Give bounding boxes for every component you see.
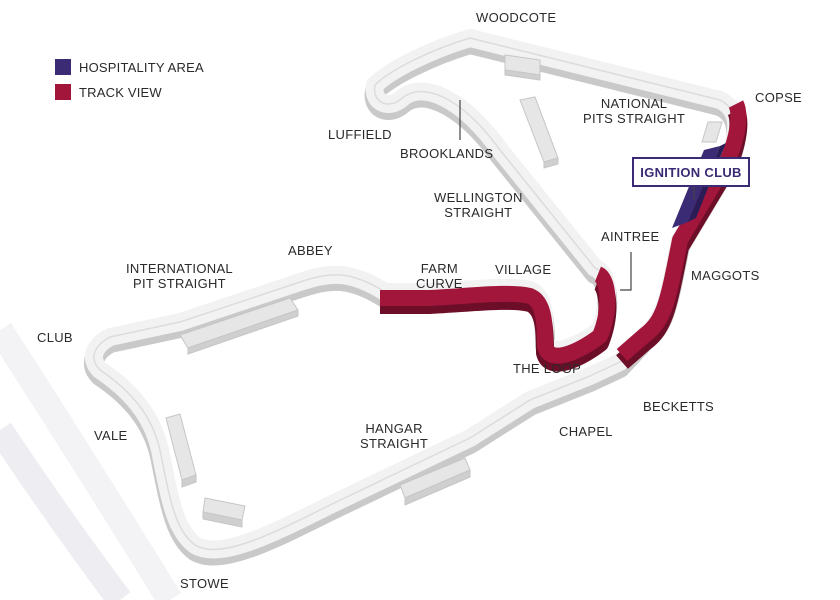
leader-lines: [459, 100, 695, 291]
label-the-loop: THE LOOP: [513, 361, 582, 376]
label-line: PITS STRAIGHT: [583, 111, 686, 126]
label-village: VILLAGE: [495, 262, 552, 277]
label-vale: VALE: [94, 428, 128, 443]
label-line: STRAIGHT: [360, 436, 429, 451]
label-maggots: MAGGOTS: [691, 268, 760, 283]
grandstand-blocks: [165, 54, 723, 528]
track-view-section: [380, 100, 748, 372]
label-becketts: BECKETTS: [643, 399, 715, 414]
label-luffield: LUFFIELD: [328, 127, 392, 142]
label-club: CLUB: [37, 330, 73, 345]
legend-label: TRACK VIEW: [79, 84, 162, 100]
callout-label: IGNITION CLUB: [640, 164, 742, 180]
label-chapel: CHAPEL: [559, 424, 613, 439]
label-hangar-straight: HANGAR STRAIGHT: [360, 421, 428, 451]
label-woodcote: WOODCOTE: [476, 10, 557, 25]
legend-item-track-view: TRACK VIEW: [55, 83, 204, 101]
background-swoosh: [0, 322, 182, 600]
label-international-pit-straight: INTERNATIONAL PIT STRAIGHT: [126, 261, 233, 291]
label-copse: COPSE: [755, 90, 803, 105]
legend: HOSPITALITY AREA TRACK VIEW: [55, 58, 204, 108]
legend-swatch-track-view: [55, 84, 71, 100]
label-brooklands: BROOKLANDS: [400, 146, 494, 161]
label-wellington-straight: WELLINGTON STRAIGHT: [434, 190, 523, 220]
label-line: STRAIGHT: [444, 205, 513, 220]
label-national-pits-straight: NATIONAL PITS STRAIGHT: [583, 96, 685, 126]
label-line: NATIONAL: [600, 96, 668, 111]
label-line: CURVE: [416, 276, 463, 291]
label-line: WELLINGTON: [434, 190, 523, 205]
legend-label: HOSPITALITY AREA: [79, 59, 204, 75]
label-line: HANGAR: [365, 421, 423, 436]
label-line: PIT STRAIGHT: [133, 276, 226, 291]
label-line: FARM: [420, 261, 459, 276]
ignition-club-callout: IGNITION CLUB: [632, 157, 750, 187]
label-abbey: ABBEY: [288, 243, 333, 258]
label-aintree: AINTREE: [601, 229, 660, 244]
label-farm-curve: FARM CURVE: [416, 261, 463, 291]
label-stowe: STOWE: [180, 576, 229, 591]
legend-swatch-hospitality: [55, 59, 71, 75]
label-line: INTERNATIONAL: [126, 261, 233, 276]
legend-item-hospitality: HOSPITALITY AREA: [55, 58, 204, 76]
